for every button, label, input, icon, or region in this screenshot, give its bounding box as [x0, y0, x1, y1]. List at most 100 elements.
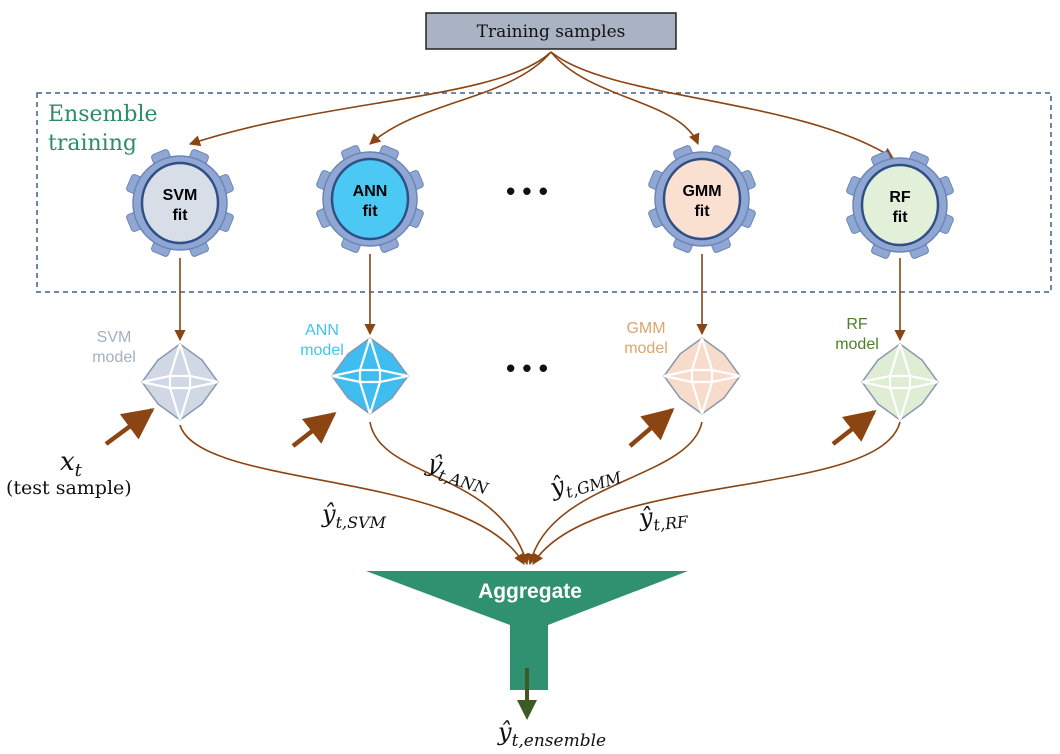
gem-facet [898, 343, 912, 377]
pred-arrow-gmm [526, 421, 703, 566]
gem-facet [331, 374, 361, 384]
arrow-to-ann-fit [369, 51, 552, 145]
gem-facet [690, 337, 704, 371]
pred-arrow-svm [179, 424, 525, 565]
pred-label-rf: ŷt,RF [637, 499, 690, 536]
output-sub: t,ensemble [512, 731, 607, 751]
model-svm-label-line1: SVM [97, 329, 132, 346]
pred-label-svm: ŷt,SVM [321, 500, 387, 532]
gem-body [861, 343, 939, 421]
gem-facet [379, 368, 409, 378]
pred-arrow-rf [532, 421, 901, 565]
gear-gmm-label-line2: fit [694, 203, 710, 220]
gem-body [663, 337, 741, 415]
test-arrow-ann [291, 412, 337, 448]
gem-facet [368, 381, 382, 415]
gem-facet [888, 387, 902, 421]
aggregate-label: Aggregate [478, 580, 582, 603]
gem-facet [168, 343, 182, 377]
pred-label-ann: ŷt,ANN [422, 449, 495, 499]
test-symbol: x [60, 447, 75, 477]
gem-facet [909, 374, 939, 384]
test-symbol-sub: t [75, 460, 83, 481]
arrow-to-rf-fit [550, 51, 894, 159]
fit-to-model-arrows [174, 254, 906, 342]
model-gmm-label-line1: GMM [626, 320, 665, 337]
gear-gmm-label-line1: GMM [682, 183, 721, 200]
gem-facet [663, 374, 693, 384]
fit-gears: SVM fit ANN fit GMM fit RF fit [126, 145, 954, 259]
model-rf-label-line1: RF [846, 316, 868, 333]
training-samples-box: Training samples [425, 12, 677, 50]
test-arrow-rf [831, 410, 877, 446]
gem-facet [898, 387, 912, 421]
test-arrow-gmm [628, 407, 675, 448]
gem-ann-model: ANN model [300, 322, 409, 415]
ellipsis-fit-row: • • • [506, 176, 548, 206]
gem-facet [168, 387, 182, 421]
test-sample-label: xt (test sample) [6, 447, 132, 499]
gem-facet [888, 343, 902, 377]
model-svm-label-line2: model [92, 349, 136, 366]
test-arrow-svm [104, 408, 155, 446]
gem-facet [861, 380, 891, 390]
gem-facet [690, 381, 704, 415]
ensemble-label-line1: Ensemble [48, 102, 158, 127]
gear-svm-label-line2: fit [172, 207, 188, 224]
gem-facet [663, 368, 693, 378]
gem-gmm-model: GMM model [624, 320, 741, 415]
gem-facet [358, 337, 372, 371]
ellipsis-model-row: • • • [506, 353, 548, 383]
model-gems: SVM model ANN model GMM model RF model [92, 316, 939, 421]
gem-facet [700, 381, 714, 415]
training-samples-label: Training samples [477, 22, 626, 42]
arrow-to-svm-fit [188, 51, 552, 147]
model-rf-label-line2: model [835, 336, 879, 353]
pred-arrow-ann [369, 421, 530, 566]
gem-facet [700, 337, 714, 371]
svg-text:xt: xt [60, 447, 83, 481]
model-ann-label-line1: ANN [305, 322, 339, 339]
output-symbol: ŷ [497, 718, 512, 746]
test-sample-caption: (test sample) [6, 477, 132, 499]
training-arrows [188, 51, 894, 159]
gem-facet [141, 380, 171, 390]
gem-facet [909, 380, 939, 390]
ensemble-label-line2: training [48, 131, 137, 156]
model-gmm-label-line2: model [624, 340, 668, 357]
gear-svm-label-line1: SVM [163, 187, 198, 204]
gem-facet [711, 374, 741, 384]
gem-facet [861, 374, 891, 384]
prediction-arrows [179, 421, 901, 566]
gem-facet [189, 374, 219, 384]
gear-face [140, 161, 220, 245]
gem-rf-model: RF model [835, 316, 939, 421]
gear-rf-label-line1: RF [889, 189, 911, 206]
gear-face [662, 157, 742, 241]
gear-face [330, 157, 410, 241]
gem-facet [711, 368, 741, 378]
gear-rf-label-line2: fit [892, 209, 908, 226]
gem-facet [379, 374, 409, 384]
gear-gmm-fit: GMM fit [648, 145, 756, 253]
gem-facet [331, 368, 361, 378]
gear-ann-label-line1: ANN [353, 183, 388, 200]
gem-facet [178, 387, 192, 421]
output-label: ŷt,ensemble [497, 718, 606, 751]
model-ann-label-line2: model [300, 342, 344, 359]
gear-face [860, 163, 940, 247]
gem-facet [189, 380, 219, 390]
gear-ann-label-line2: fit [362, 203, 378, 220]
gear-rf-fit: RF fit [846, 151, 954, 259]
gem-facet [368, 337, 382, 371]
gem-svm-model: SVM model [92, 329, 219, 421]
pred-label-gmm: ŷt,GMM [546, 455, 624, 506]
aggregate-funnel: Aggregate [366, 571, 688, 690]
ensemble-training-region: Ensemble training [36, 92, 1052, 293]
gem-facet [141, 374, 171, 384]
gear-ann-fit: ANN fit [316, 145, 424, 253]
test-input-arrows [104, 407, 877, 448]
gem-body [141, 343, 219, 421]
gear-svm-fit: SVM fit [126, 149, 234, 257]
